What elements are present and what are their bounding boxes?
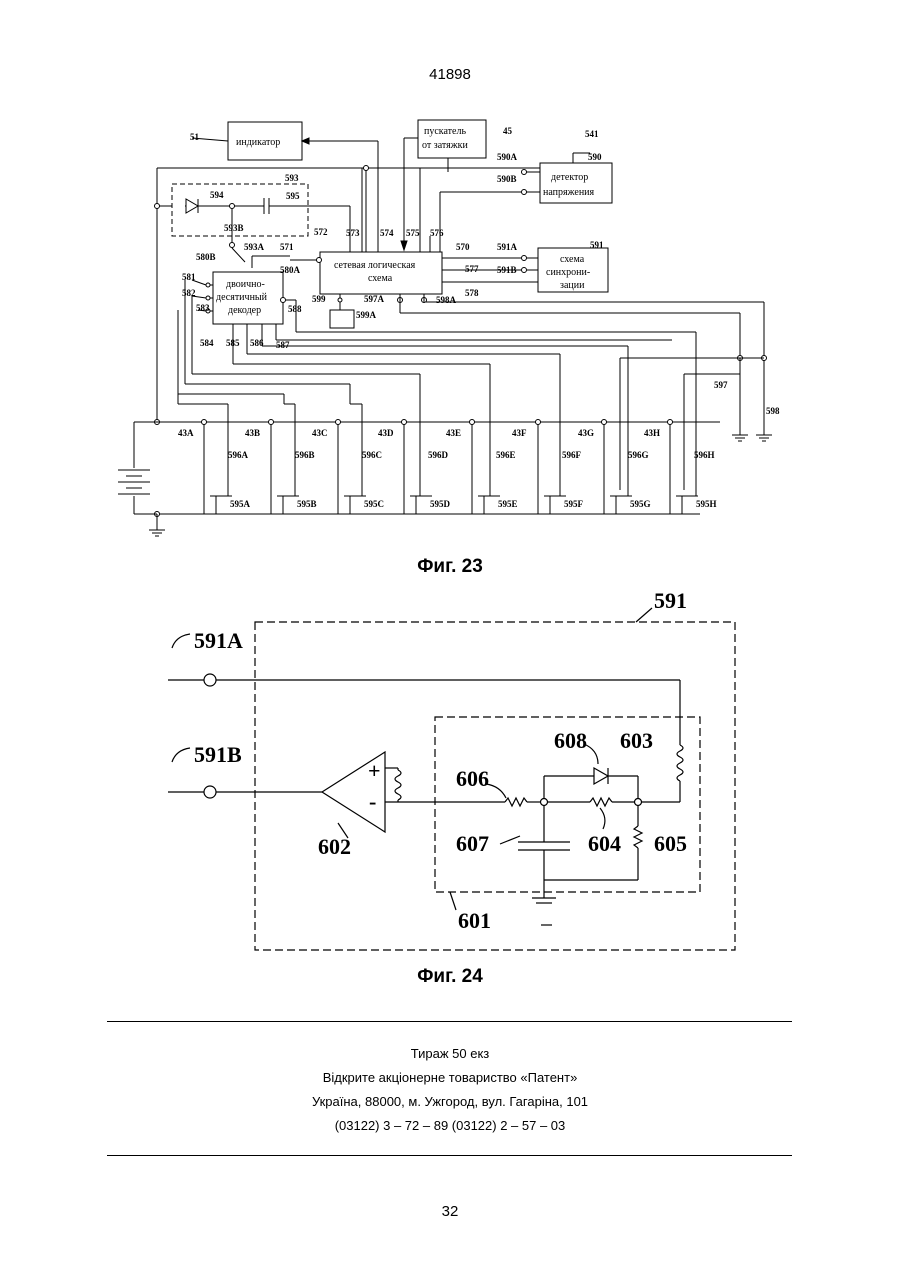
label-605: 605 xyxy=(654,831,687,856)
label-591-fig24: 591 xyxy=(654,588,687,613)
figure-24-caption: Фиг. 24 xyxy=(0,966,900,988)
footer-print-run: Тираж 50 екз xyxy=(0,1046,900,1061)
label-602: 602 xyxy=(318,834,351,859)
footer-phones: (03122) 3 – 72 – 89 (03122) 2 – 57 – 03 xyxy=(0,1118,900,1133)
label-604: 604 xyxy=(588,831,621,856)
footer-bottom-rule xyxy=(107,1155,792,1156)
footer-top-rule xyxy=(107,1021,792,1022)
label-591A-fig24: 591A xyxy=(194,628,243,653)
label-608: 608 xyxy=(554,728,587,753)
label-591B-fig24: 591B xyxy=(194,742,242,767)
opamp-minus: - xyxy=(369,789,376,814)
footer-address: Україна, 88000, м. Ужгород, вул. Гагарін… xyxy=(0,1094,900,1109)
label-601: 601 xyxy=(458,908,491,933)
label-603: 603 xyxy=(620,728,653,753)
label-607: 607 xyxy=(456,831,489,856)
page-number: 32 xyxy=(0,1203,900,1220)
footer-publisher: Відкрите акціонерне товариство «Патент» xyxy=(0,1070,900,1085)
opamp-plus: + xyxy=(368,758,381,783)
label-606: 606 xyxy=(456,766,489,791)
